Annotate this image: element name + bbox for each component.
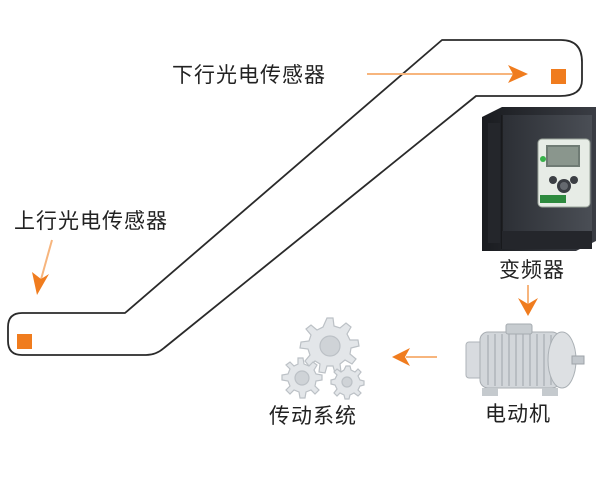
down-sensor-label: 下行光电传感器 — [172, 63, 326, 87]
down-sensor-arrow — [367, 65, 528, 83]
up-sensor-arrow — [32, 239, 53, 295]
motor-icon — [465, 323, 585, 396]
up-sensor-icon — [17, 334, 32, 349]
down-sensor-icon — [551, 69, 566, 84]
inverter-to-motor-arrow — [518, 285, 538, 316]
inverter-label: 变频器 — [499, 258, 565, 282]
motor-label: 电动机 — [485, 402, 551, 426]
gears-icon — [281, 317, 365, 400]
transmission-label: 传动系统 — [269, 404, 357, 428]
up-sensor-label: 上行光电传感器 — [14, 209, 168, 233]
inverter-icon — [482, 107, 596, 251]
motor-to-transmission-arrow — [392, 348, 437, 366]
